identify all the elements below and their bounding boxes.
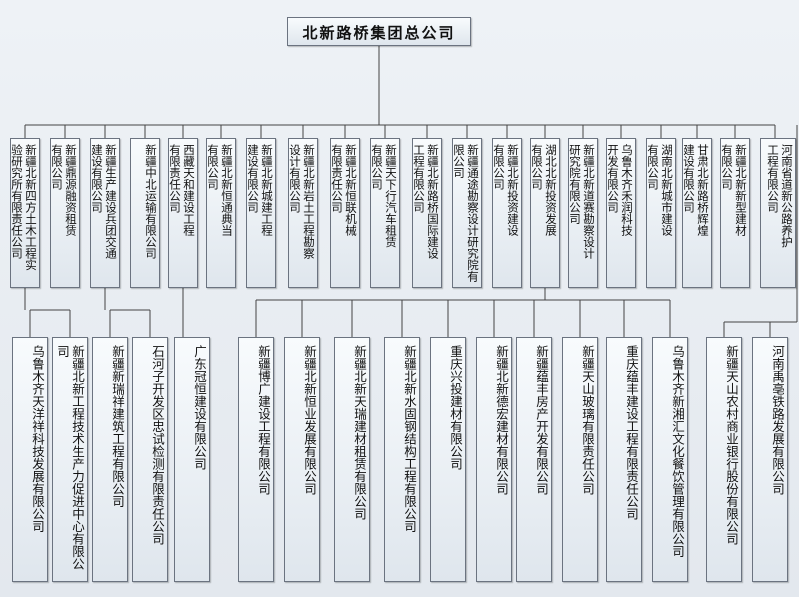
subsidiary-box: 新疆北新恒联机械 有限责任公司	[330, 138, 360, 288]
second-level-box: 新疆北新工程技术生产力促进中心有限公司	[52, 337, 88, 582]
second-level-box: 新疆新瑞祥建筑工程有限公司	[92, 337, 128, 582]
subsidiary-box: 新疆鼎源融资租赁 有限公司	[50, 138, 80, 288]
subsidiary-box: 新疆北新恒通典当 有限公司	[206, 138, 236, 288]
subsidiary-box: 新疆北新新型建材 有限公司	[720, 138, 750, 288]
second-level-box: 新疆北新水固钢结构工程有限公司	[384, 337, 420, 582]
subsidiary-box: 湖南北新城市建设 有限公司	[646, 138, 676, 288]
subsidiary-box: 新疆北新岩土工程勘察 设计有限公司	[288, 138, 318, 288]
second-level-box: 乌鲁木齐天洋祥科技发展有限公司	[12, 337, 48, 582]
second-level-box: 广东冠恒建设有限公司	[174, 337, 210, 582]
subsidiary-box: 新疆北新四方土木工程实 验研究所有限责任公司	[10, 138, 40, 288]
subsidiary-box: 甘肃北新路桥辉煌 建设有限公司	[682, 138, 712, 288]
second-level-box: 新疆天山玻璃有限责任公司	[562, 337, 598, 582]
subsidiary-box: 新疆北新路桥国际建设 工程有限公司	[412, 138, 442, 288]
root-company-box: 北新路桥集团总公司	[287, 17, 471, 46]
subsidiary-box: 新疆通途勘察设计研究院有 限公司	[452, 138, 482, 288]
second-level-box: 新疆北新德宏建材有限公司	[476, 337, 512, 582]
subsidiary-box: 新疆北新投资建设 有限公司	[492, 138, 522, 288]
second-level-box: 新疆博广建设工程有限公司	[238, 337, 274, 582]
second-level-box: 新疆北新恒业发展有限公司	[284, 337, 320, 582]
subsidiary-box: 河南省道新公路养护 工程有限公司	[760, 138, 796, 288]
second-level-box: 河南禹亳铁路发展有限公司	[752, 337, 788, 582]
subsidiary-box: 湖北北新投资发展 有限公司	[530, 138, 560, 288]
subsidiary-box: 新疆天下行汽车租赁 有限公司	[370, 138, 400, 288]
second-level-box: 新疆蕴丰房产开发有限公司	[516, 337, 552, 582]
second-level-box: 重庆兴投建材有限公司	[430, 337, 466, 582]
second-level-box: 乌鲁木齐新湘汇文化餐饮管理有限公司	[652, 337, 688, 582]
second-level-box: 新疆天山农村商业银行股份有限公司	[706, 337, 742, 582]
subsidiary-box: 乌鲁木齐禾润科技 开发有限公司	[606, 138, 636, 288]
subsidiary-box: 新疆中北运输有限公司	[130, 138, 160, 288]
subsidiary-box: 新疆北新道赛勘察设计 研究院有限公司	[568, 138, 598, 288]
subsidiary-box: 西藏天和建设工程 有限责任公司	[168, 138, 198, 288]
second-level-box: 重庆蕴丰建设工程有限责任公司	[606, 337, 642, 582]
subsidiary-box: 新疆生产建设兵团交通 建设有限公司	[90, 138, 120, 288]
subsidiary-box: 新疆北新城建工程 建设有限公司	[246, 138, 276, 288]
second-level-box: 新疆北新天瑞建材租赁有限公司	[334, 337, 370, 582]
second-level-box: 石河子开发区忠试检测有限责任公司	[132, 337, 168, 582]
